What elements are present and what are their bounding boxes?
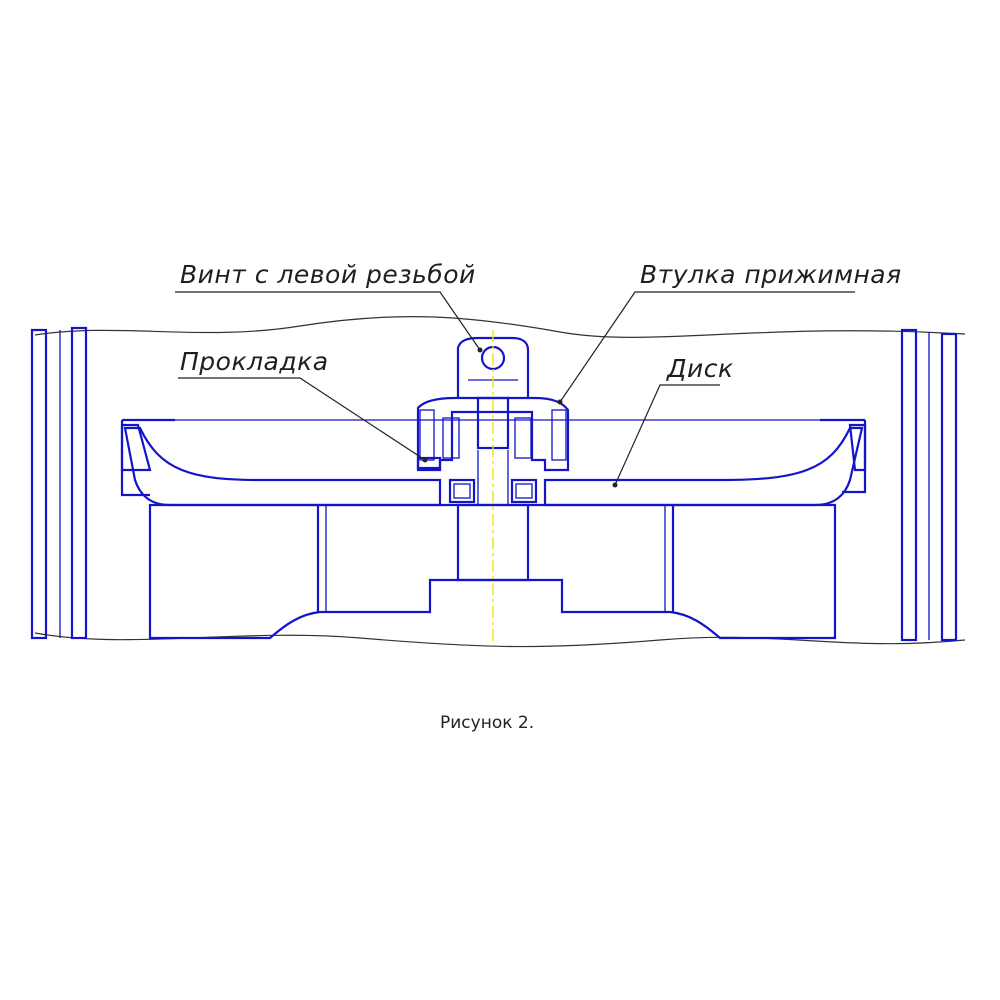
base-body: [148, 503, 837, 640]
disk: [120, 418, 867, 507]
pressure-sleeve: [416, 396, 570, 472]
shaft: [448, 450, 538, 582]
label-sleeve: Втулка прижимная: [640, 260, 902, 289]
label-disk: Диск: [666, 354, 734, 383]
left-housing-wall: [30, 326, 88, 640]
figure-caption: Рисунок 2.: [440, 713, 534, 733]
leader-sleeve: [559, 291, 855, 403]
bottom-break-line: [34, 632, 966, 648]
leader-gasket: [178, 377, 426, 461]
label-screw: Винт с левой резьбой: [180, 260, 476, 289]
leader-screw: [175, 291, 481, 351]
right-housing-wall: [900, 328, 958, 642]
top-break-line: [34, 315, 966, 338]
leader-disk: [614, 384, 720, 486]
label-gasket: Прокладка: [180, 347, 329, 376]
